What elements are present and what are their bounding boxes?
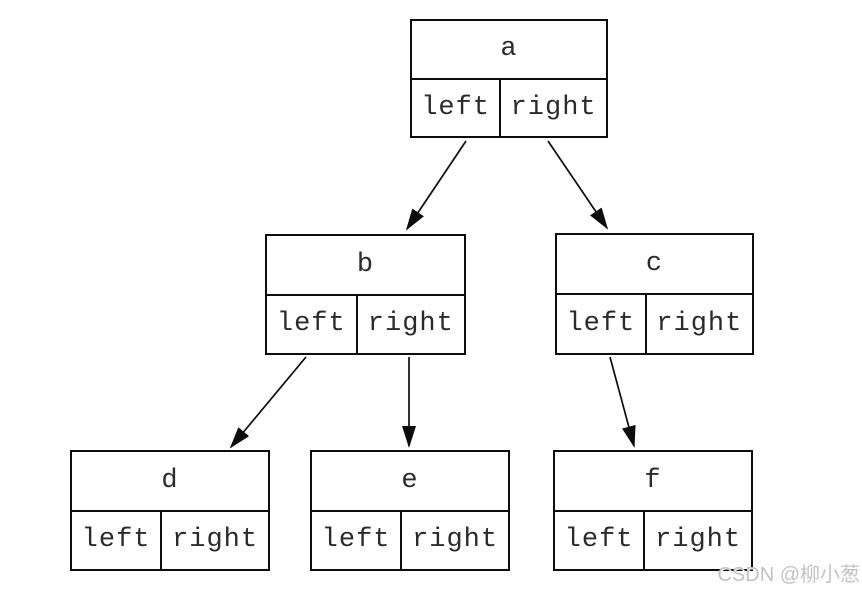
node-value-cell: b xyxy=(267,236,464,296)
node-value-cell: c xyxy=(557,235,752,296)
edge-arrow-c-left-to-f xyxy=(609,356,636,448)
csdn-watermark: CSDN @柳小葱 xyxy=(717,564,860,586)
right-pointer-cell: right xyxy=(367,309,454,340)
edge-arrow-a-left-to-b xyxy=(405,140,467,231)
edge-arrow-b-left-to-d xyxy=(229,356,307,449)
node-value-cell: f xyxy=(555,452,751,512)
edge-arrow-a-right-to-c xyxy=(547,140,609,230)
left-pointer-cell: left xyxy=(555,511,646,569)
node-value-cell: d xyxy=(72,452,268,512)
right-pointer-cell: right xyxy=(172,525,259,556)
left-pointer-cell: left xyxy=(72,511,163,569)
left-pointer-cell: left xyxy=(557,295,647,353)
right-pointer-cell: right xyxy=(510,92,597,123)
left-pointer-cell: left xyxy=(267,295,358,353)
left-pointer-cell: left xyxy=(412,79,502,136)
left-pointer-cell: left xyxy=(312,511,403,569)
right-pointer-cell: right xyxy=(412,525,499,556)
node-value-cell: e xyxy=(312,452,508,512)
right-pointer-cell: right xyxy=(655,525,742,556)
right-pointer-cell: right xyxy=(656,309,743,340)
node-value-cell: a xyxy=(412,21,606,80)
